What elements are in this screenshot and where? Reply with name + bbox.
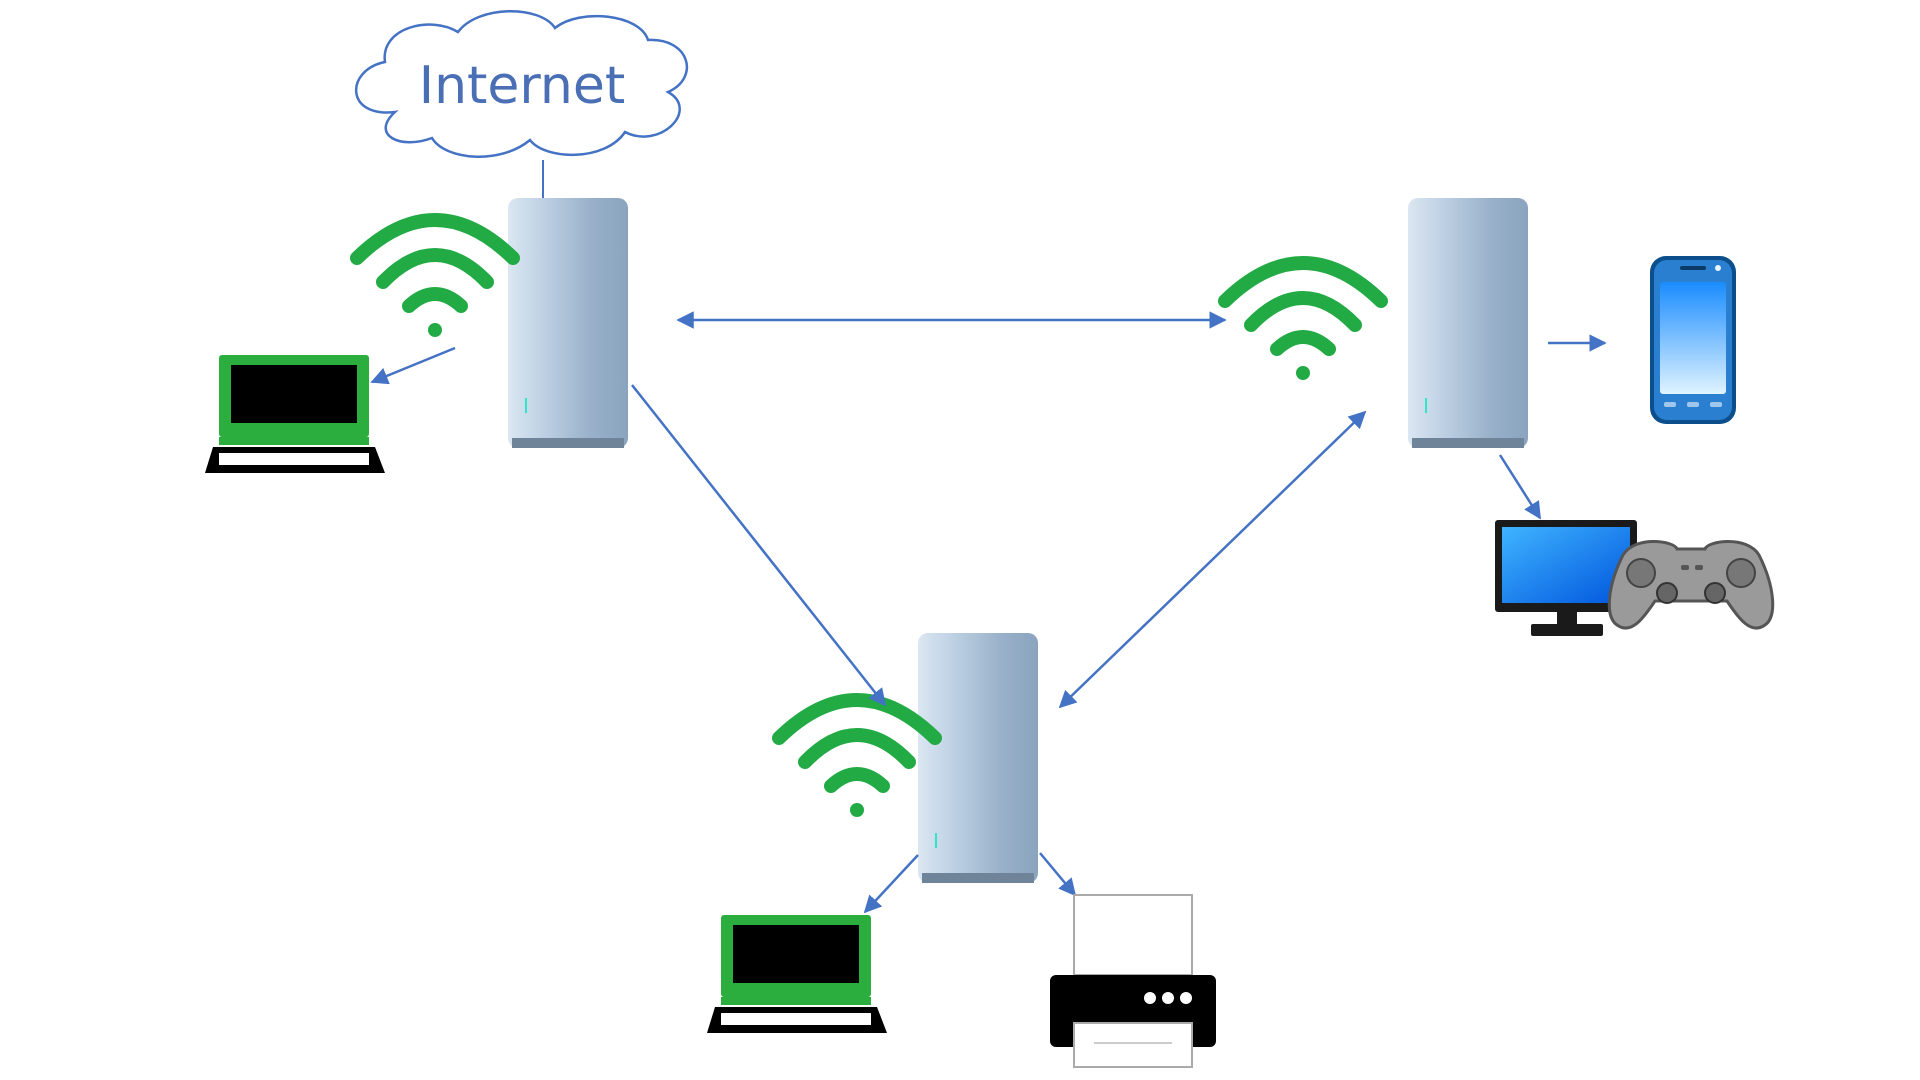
smartphone-icon bbox=[1650, 256, 1736, 424]
internet-cloud: Internet bbox=[355, 10, 688, 158]
wifi-icon bbox=[357, 220, 513, 337]
backhaul-arrow-main-bottom bbox=[631, 384, 887, 707]
laptop-icon bbox=[707, 915, 887, 1033]
link-arrow-printer bbox=[1039, 852, 1077, 897]
link-arrow-laptop-bottom bbox=[863, 854, 919, 914]
game-controller-icon bbox=[1607, 540, 1775, 630]
internet-label: Internet bbox=[419, 56, 625, 116]
laptop-icon bbox=[205, 355, 385, 473]
mesh-node-bottom bbox=[917, 632, 1039, 884]
cloud-icon bbox=[355, 10, 688, 158]
backhaul-arrow-right-bottom bbox=[1058, 410, 1367, 709]
link-arrow-console bbox=[1498, 454, 1542, 520]
link-arrow-laptop-left bbox=[370, 346, 456, 385]
printer-icon bbox=[1050, 894, 1216, 1068]
monitor-icon bbox=[1495, 520, 1637, 636]
wifi-icon bbox=[779, 700, 935, 817]
mesh-node-main bbox=[507, 197, 629, 449]
wifi-icon bbox=[1225, 263, 1381, 380]
mesh-node-right bbox=[1407, 197, 1529, 449]
